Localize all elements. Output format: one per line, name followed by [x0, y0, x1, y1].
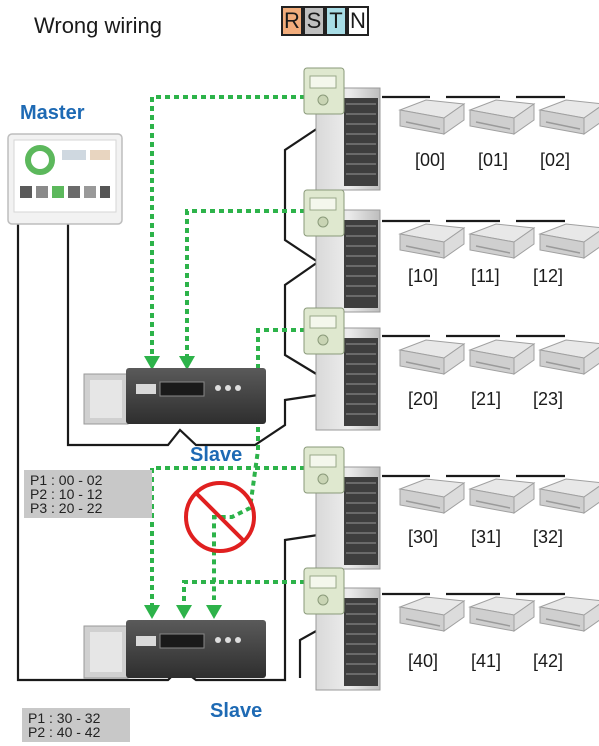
slave-bottom-label: Slave: [210, 700, 263, 722]
indoor-cassette-2-0: [398, 339, 466, 375]
master-controller-icon: [7, 133, 123, 225]
port-group-2: P1 : 30 - 32 P2 : 40 - 42: [22, 708, 130, 742]
port-line: P2 : 40 - 42: [28, 724, 101, 740]
indoor-address: [12]: [533, 266, 564, 286]
outdoor-unit-0: [303, 67, 381, 191]
phase-n: N: [347, 6, 369, 36]
prohibition-icon: [184, 481, 256, 553]
signal-odu4-slave2: [150, 466, 305, 605]
odu-link-2-3: [283, 261, 319, 376]
indoor-cassette-1-2: [538, 223, 599, 259]
port-line: P2 : 10 - 12: [30, 486, 103, 502]
outdoor-unit-3: [303, 446, 381, 570]
port-line: P1 : 00 - 02: [30, 472, 103, 488]
indoor-address: [32]: [533, 527, 564, 547]
indoor-cassette-3-2: [538, 478, 599, 514]
indoor-address: [31]: [471, 527, 502, 547]
indoor-cassette-0-1: [468, 99, 536, 135]
indoor-address: [23]: [533, 389, 564, 409]
master-to-slave2-wire: [16, 222, 319, 682]
master-label: Master: [20, 102, 85, 124]
indoor-address: [21]: [471, 389, 502, 409]
indoor-cassette-1-1: [468, 223, 536, 259]
outdoor-units: [303, 67, 381, 691]
odu-link-5: [298, 629, 319, 678]
diagram-title: Wrong wiring: [34, 13, 162, 38]
outdoor-unit-4: [303, 567, 381, 691]
indoor-address: [02]: [540, 150, 571, 170]
indoor-address: [10]: [408, 266, 439, 286]
black-wires: [16, 95, 565, 682]
outdoor-unit-1: [303, 189, 381, 313]
master-to-slave1-wire: [66, 222, 319, 447]
signal-odu2-slave1: [185, 209, 305, 362]
port-line: P1 : 30 - 32: [28, 710, 101, 726]
signal-odu5-slave2: [182, 580, 305, 605]
outdoor-unit-2: [303, 307, 381, 431]
slave-controller-2-icon: [83, 620, 266, 679]
indoor-cassette-4-0: [398, 596, 466, 632]
indoor-cassette-1-0: [398, 223, 466, 259]
slave-controller-1-icon: [83, 368, 266, 425]
indoor-cassette-3-1: [468, 478, 536, 514]
signal-arrowheads: [144, 356, 222, 619]
signal-odu1-slave1: [150, 95, 305, 362]
phase-t: T: [325, 6, 347, 36]
slave-top-label: Slave: [190, 444, 243, 466]
indoor-units: [398, 99, 599, 632]
indoor-cassette-3-0: [398, 478, 466, 514]
indoor-address: [42]: [533, 651, 564, 671]
port-group-1: P1 : 00 - 02 P2 : 10 - 12 P3 : 20 - 22: [24, 470, 152, 518]
indoor-address: [01]: [478, 150, 509, 170]
indoor-address: [41]: [471, 651, 502, 671]
odu-link-1-2: [283, 127, 319, 263]
indoor-cassette-2-1: [468, 339, 536, 375]
indoor-address: [40]: [408, 651, 439, 671]
indoor-cassette-2-2: [538, 339, 599, 375]
signal-lines: [150, 95, 305, 605]
indoor-address: [00]: [415, 150, 446, 170]
phase-r: R: [281, 6, 303, 36]
indoor-cassette-0-0: [398, 99, 466, 135]
indoor-address: [11]: [471, 266, 500, 286]
phase-s: S: [303, 6, 325, 36]
indoor-cassette-4-2: [538, 596, 599, 632]
indoor-address: [30]: [408, 527, 439, 547]
indoor-cassette-4-1: [468, 596, 536, 632]
indoor-address: [20]: [408, 389, 439, 409]
port-line: P3 : 20 - 22: [30, 500, 103, 516]
indoor-cassette-0-2: [538, 99, 599, 135]
signal-odu3-crossing: [212, 328, 305, 600]
